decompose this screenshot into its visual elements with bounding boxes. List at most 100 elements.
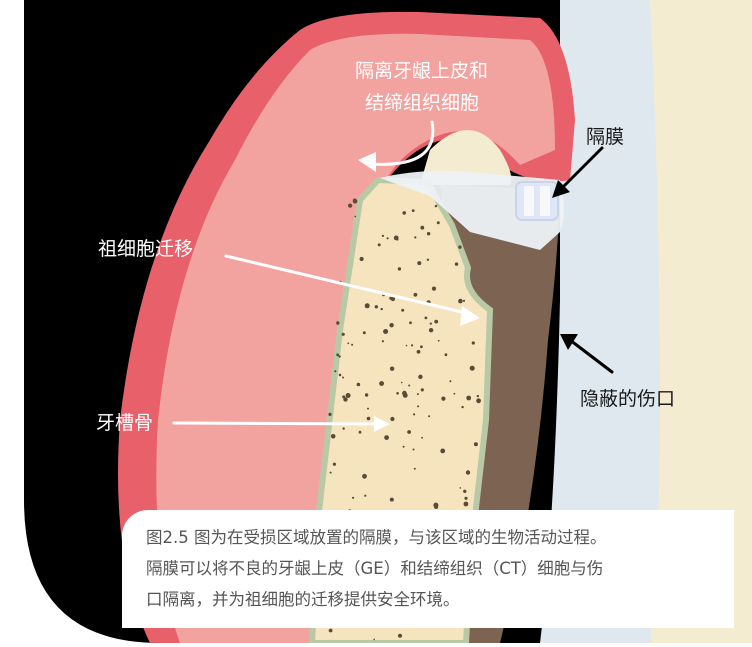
bone-pore: [398, 634, 402, 638]
bone-pore: [351, 344, 353, 346]
bone-pore: [412, 209, 415, 212]
bone-pore: [413, 413, 415, 415]
bone-pore: [364, 495, 366, 497]
bone-pore: [367, 417, 371, 421]
bone-pore: [342, 377, 344, 379]
bone-pore: [401, 382, 403, 384]
bone-pore: [336, 353, 339, 356]
bone-pore: [347, 342, 349, 344]
bone-pore: [342, 333, 345, 336]
bone-pore: [387, 237, 389, 239]
bone-pore: [346, 393, 351, 398]
bone-pore: [402, 211, 406, 215]
bone-pore: [342, 395, 345, 398]
bone-pore: [454, 393, 456, 395]
bone-pore: [464, 497, 467, 500]
bone-pore: [441, 397, 445, 401]
bone-pore: [427, 259, 429, 261]
bone-pore: [379, 381, 384, 386]
bone-pore: [427, 232, 430, 235]
bone-pore: [396, 392, 399, 395]
bone-pore: [430, 323, 432, 325]
label-isolate-line2: 结缔组织细胞: [365, 88, 479, 115]
bone-pore: [466, 396, 471, 401]
bone-pore: [375, 305, 378, 308]
bone-pore: [472, 341, 475, 344]
membrane-tack-icon: [516, 182, 558, 220]
bone-pore: [445, 353, 448, 356]
label-isolate-line1: 隔离牙龈上皮和: [355, 56, 488, 83]
bone-pore: [414, 293, 418, 297]
label-progenitor-migration: 祖细胞迁移: [98, 234, 193, 261]
bone-pore: [463, 300, 465, 302]
bone-pore: [420, 226, 424, 230]
bone-pore: [329, 629, 333, 633]
label-hidden-wound: 隐蔽的伤口: [580, 384, 675, 411]
bone-pore: [382, 235, 384, 237]
bone-pore: [333, 463, 336, 466]
bone-pore: [338, 355, 340, 357]
bone-pore: [378, 243, 381, 246]
bone-pore: [339, 374, 342, 377]
bone-pore: [389, 323, 393, 327]
bone-pore: [382, 340, 384, 342]
bone-pore: [336, 321, 339, 324]
figure-caption: 图2.5 图为在受损区域放置的隔膜，与该区域的生物活动过程。 隔膜可以将不良的牙…: [122, 510, 734, 628]
bone-pore: [357, 383, 361, 387]
bone-pore: [425, 317, 428, 320]
bone-pore: [394, 236, 399, 241]
bone-pore: [330, 472, 332, 474]
caption-line-1: 图2.5 图为在受损区域放置的隔膜，与该区域的生物活动过程。: [146, 528, 607, 547]
bone-pore: [362, 474, 367, 479]
bone-pore: [414, 468, 416, 470]
bone-pore: [464, 502, 469, 507]
bone-pore: [390, 498, 394, 502]
bone-pore: [458, 245, 461, 248]
bone-pore: [390, 367, 394, 371]
bone-pore: [440, 449, 445, 454]
bone-pore: [403, 446, 405, 448]
bone-pore: [417, 261, 421, 265]
bone-pore: [434, 320, 438, 324]
bone-pore: [384, 435, 389, 440]
bone-pore: [435, 205, 437, 207]
caption-line-3: 口隔离，并为祖细胞的迁移提供安全环境。: [146, 590, 460, 609]
bone-pore: [476, 398, 481, 403]
bone-pore: [438, 340, 440, 342]
bone-pore: [390, 417, 394, 421]
label-membrane: 隔膜: [586, 122, 624, 149]
bone-pore: [417, 350, 421, 354]
bone-pore: [461, 406, 463, 408]
bone-pore: [353, 199, 358, 204]
bone-pore: [470, 366, 475, 371]
bone-pore: [381, 308, 383, 310]
bone-pore: [411, 344, 413, 346]
bone-pore: [352, 497, 354, 499]
bone-pore: [373, 639, 375, 641]
bone-arrow: [174, 423, 378, 424]
bone-pore: [421, 388, 424, 391]
bone-pore: [474, 442, 478, 446]
bone-pore: [334, 370, 336, 372]
bone-pore: [466, 470, 470, 474]
bone-pore: [331, 434, 336, 439]
bone-pore: [383, 329, 388, 334]
bone-pore: [432, 287, 436, 291]
bone-pore: [365, 303, 370, 308]
bone-pore: [477, 395, 479, 397]
bone-pore: [408, 385, 410, 387]
bone-pore: [414, 236, 416, 238]
bone-pore: [429, 328, 433, 332]
bone-pore: [342, 427, 344, 429]
bone-pore: [455, 262, 458, 265]
bone-pore: [417, 393, 419, 395]
bone-pore: [348, 204, 352, 208]
bone-pore: [433, 503, 438, 508]
bone-pore: [418, 375, 422, 379]
bone-pore: [363, 331, 366, 334]
bone-pore: [328, 413, 331, 416]
bone-pore: [365, 393, 368, 396]
bone-pore: [421, 437, 423, 439]
bone-pore: [398, 267, 401, 270]
